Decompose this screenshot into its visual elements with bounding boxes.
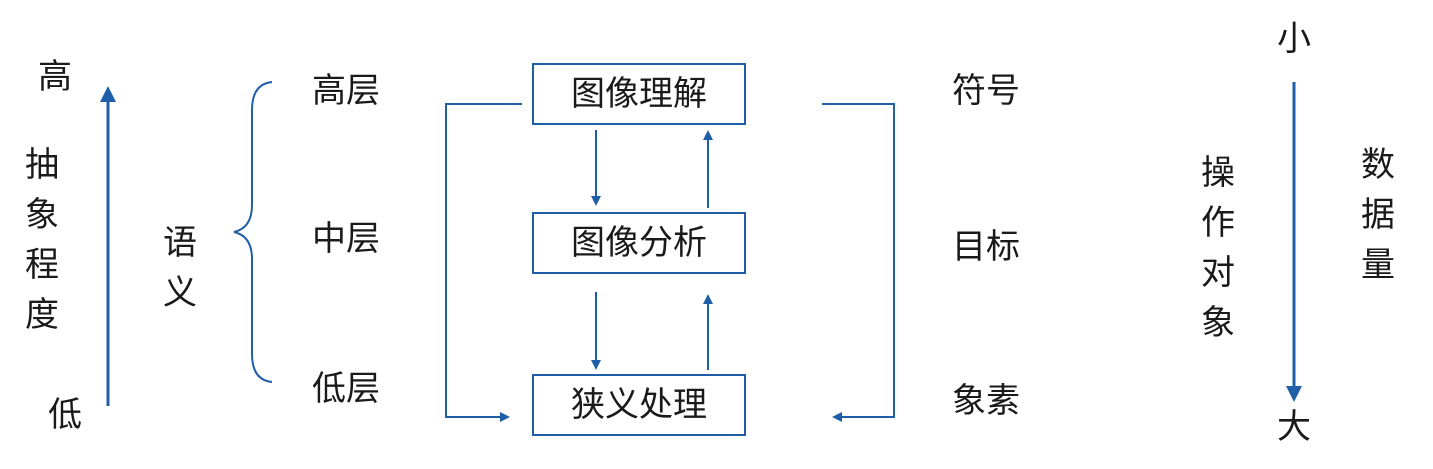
object-symbol-label: 符号: [952, 71, 1020, 111]
data-volume-small-label: 小: [1277, 19, 1311, 59]
semantic-brace: [233, 81, 273, 383]
image-understanding-box: 图像理解: [532, 63, 746, 125]
semantic-label: 语 义: [163, 223, 197, 313]
narrow-processing-box: 狭义处理: [532, 374, 746, 436]
data-volume-label: 数 据 量: [1361, 145, 1395, 285]
layer-mid-label: 中层: [312, 219, 380, 259]
layer-low-label: 低层: [312, 369, 380, 409]
abstraction-low-label: 低: [48, 395, 82, 435]
image-analysis-label: 图像分析: [571, 223, 707, 263]
image-understanding-label: 图像理解: [571, 74, 707, 114]
operand-label: 操 作 对 象: [1201, 153, 1235, 343]
object-target-label: 目标: [952, 227, 1020, 267]
right-bypass-arrow: [822, 103, 895, 422]
data-volume-large-label: 大: [1277, 407, 1311, 447]
image-analysis-box: 图像分析: [532, 212, 746, 274]
object-pixel-label: 象素: [952, 381, 1020, 421]
abstraction-high-label: 高: [38, 57, 72, 97]
abstraction-level-label: 抽 象 程 度: [25, 145, 59, 335]
narrow-processing-label: 狭义处理: [571, 385, 707, 425]
left-bypass-arrow: [445, 103, 522, 422]
layer-high-label: 高层: [312, 71, 380, 111]
